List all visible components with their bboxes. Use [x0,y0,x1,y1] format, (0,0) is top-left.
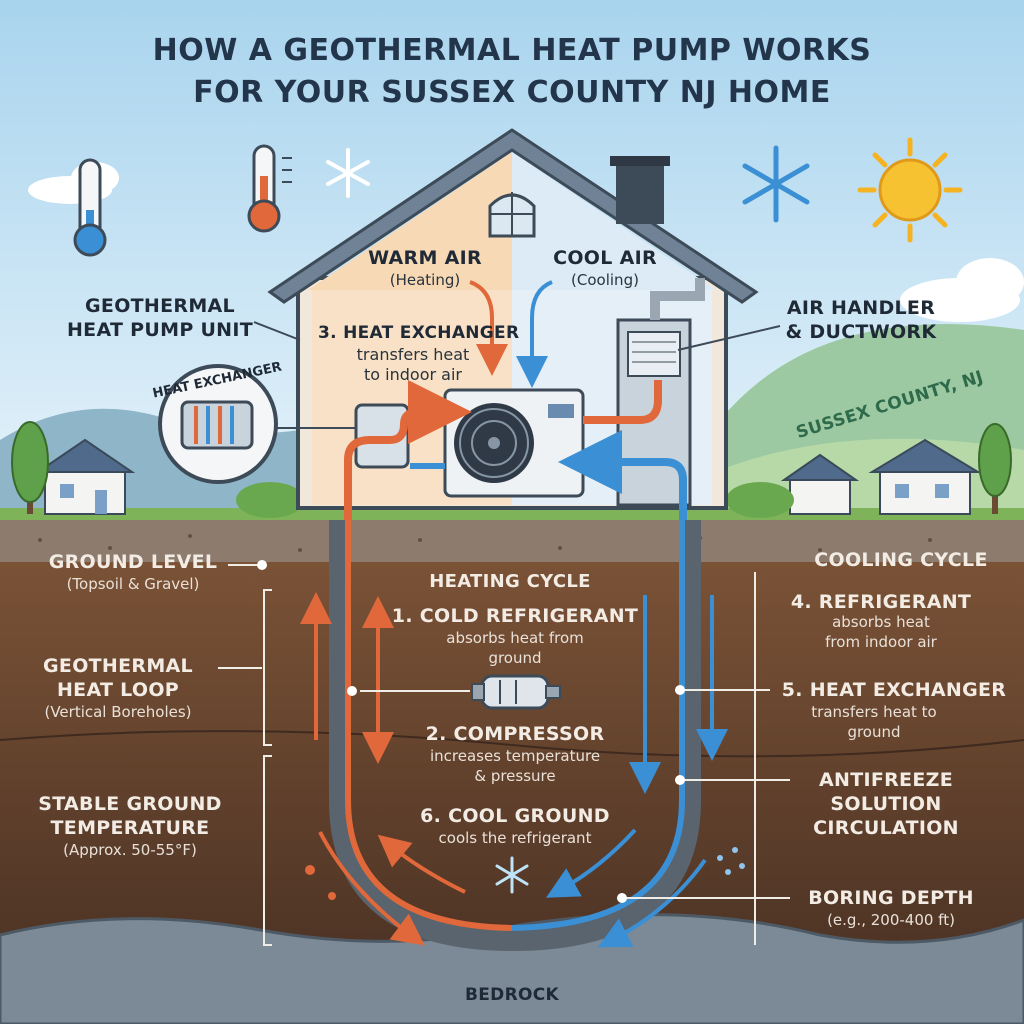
step4-title: 4. REFRIGERANT [790,591,972,613]
cool-air-label: COOL AIR [553,247,657,269]
step1-title: 1. COLD REFRIGERANT [391,605,639,627]
antifreeze-label-1: ANTIFREEZE [819,769,953,791]
heat-pump-unit [443,388,585,498]
bedrock-label: BEDROCK [465,985,559,1005]
cool-diag-arrow-2 [597,858,707,948]
step2-line1: increases temperature [429,747,601,765]
step5-line1: transfers heat to [811,703,937,721]
stable-temp-label-1: STABLE GROUND [38,793,222,815]
step1-line1: absorbs heat from [446,629,584,647]
title-line-1: HOW A GEOTHERMAL HEAT PUMP WORKS [152,33,872,68]
heat-pump-unit-label-2: HEAT PUMP UNIT [66,319,254,341]
warm-particles-icon [305,865,336,900]
neighbor-house-mid [780,453,860,515]
warm-air-label: WARM AIR [368,247,482,269]
boring-depth-sub: (e.g., 200-400 ft) [827,911,955,929]
stable-temp-sub: (Approx. 50-55°F) [63,841,197,859]
step4-line2: from indoor air [825,633,937,651]
bush-right [726,482,794,518]
step2-title: 2. COMPRESSOR [425,723,605,745]
air-handler-label-1: AIR HANDLER [786,297,936,319]
hot-line-to-unit [344,380,472,520]
neighbor-house-left [34,438,136,515]
step3-line2: to indoor air [364,365,462,384]
cooling-cycle-label: COOLING CYCLE [814,549,988,571]
boring-depth-label: BORING DEPTH [808,887,974,909]
snowflake-large-icon [742,145,810,223]
page-title: HOW A GEOTHERMAL HEAT PUMP WORKS FOR YOU… [0,30,1024,114]
antifreeze-label-2: SOLUTION [830,793,942,815]
cloud-right [900,258,1024,322]
step4-line1: absorbs heat [832,613,930,631]
tree-left [11,421,49,514]
warm-air-arrow [469,280,508,376]
step6-line1: cools the refrigerant [438,829,592,847]
hot-line-to-handler [583,380,662,424]
neighbor-house-right [868,438,982,515]
cool-air-sub: (Cooling) [571,271,639,289]
sky-leaders [253,321,781,351]
snowflake-ground-icon [495,856,529,894]
geothermal-loop-label-1: GEOTHERMAL [43,655,193,677]
warm-air-sub: (Heating) [389,271,461,289]
step5-line2: ground [847,723,901,741]
step3-line1: transfers heat [356,345,470,364]
heat-exchanger-badge [158,364,356,484]
leader-dots [257,560,685,903]
antifreeze-label-3: CIRCULATION [813,817,959,839]
soil-layer-line [0,730,1024,758]
step2-line2: & pressure [474,767,556,785]
step1-line2: ground [488,649,542,667]
geothermal-loop-label-2: HEAT LOOP [56,679,180,701]
step3-title: 3. HEAT EXCHANGER [318,323,520,343]
attic-window [488,192,536,238]
sun-icon [857,137,963,243]
heating-cycle-label: HEATING CYCLE [429,571,591,592]
ground-loop-cool [511,520,685,931]
grass [0,508,1024,522]
heat-diag-arrow-2 [377,834,466,894]
cool-diag-arrow-1 [545,828,637,898]
bush-left [236,482,304,518]
tree-right [978,423,1012,514]
compressor-icon [471,674,561,710]
ground-loop-outer [329,520,701,952]
topsoil-gravel [0,520,1024,562]
stable-temp-label-2: TEMPERATURE [50,817,210,839]
leader-lines [218,564,790,946]
snowflake-small-icon [326,148,370,198]
title-line-2: FOR YOUR SUSSEX COUNTY NJ HOME [193,75,831,110]
step6-title: 6. COOL GROUND [420,805,610,827]
ground-level-label: GROUND LEVEL [48,551,218,573]
thermometer-hot-icon [247,144,292,233]
cool-air-arrow [516,280,553,388]
ground-loop-warm [345,520,513,931]
step5-title: 5. HEAT EXCHANGER [781,679,1007,701]
cool-line-from-handler [558,430,687,520]
ground-level-sub: (Topsoil & Gravel) [66,575,200,593]
thermometer-cold-icon [73,158,107,257]
heat-pump-unit-label-1: GEOTHERMAL [85,295,235,317]
air-handler-label-2: & DUCTWORK [785,321,937,343]
heat-diag-arrow-1 [318,831,425,946]
geothermal-loop-sub: (Vertical Boreholes) [44,703,192,721]
cool-particles-icon [717,847,745,875]
